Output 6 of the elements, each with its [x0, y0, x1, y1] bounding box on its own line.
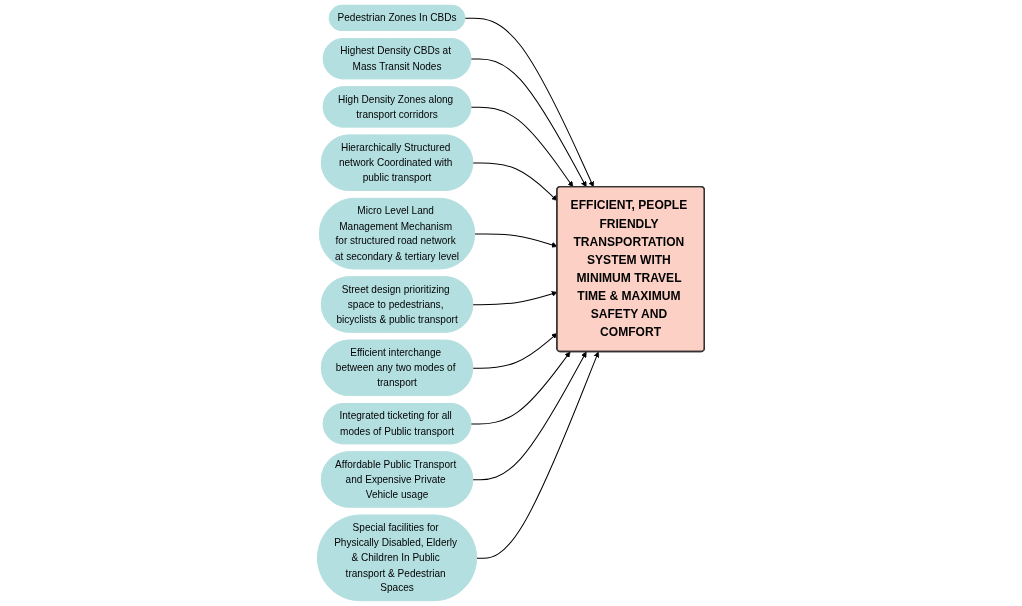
arrow [470, 106, 574, 188]
arrow [470, 351, 571, 425]
arrow [472, 351, 587, 481]
arrow [476, 351, 600, 559]
arrow [464, 17, 594, 188]
arrow [470, 58, 587, 188]
